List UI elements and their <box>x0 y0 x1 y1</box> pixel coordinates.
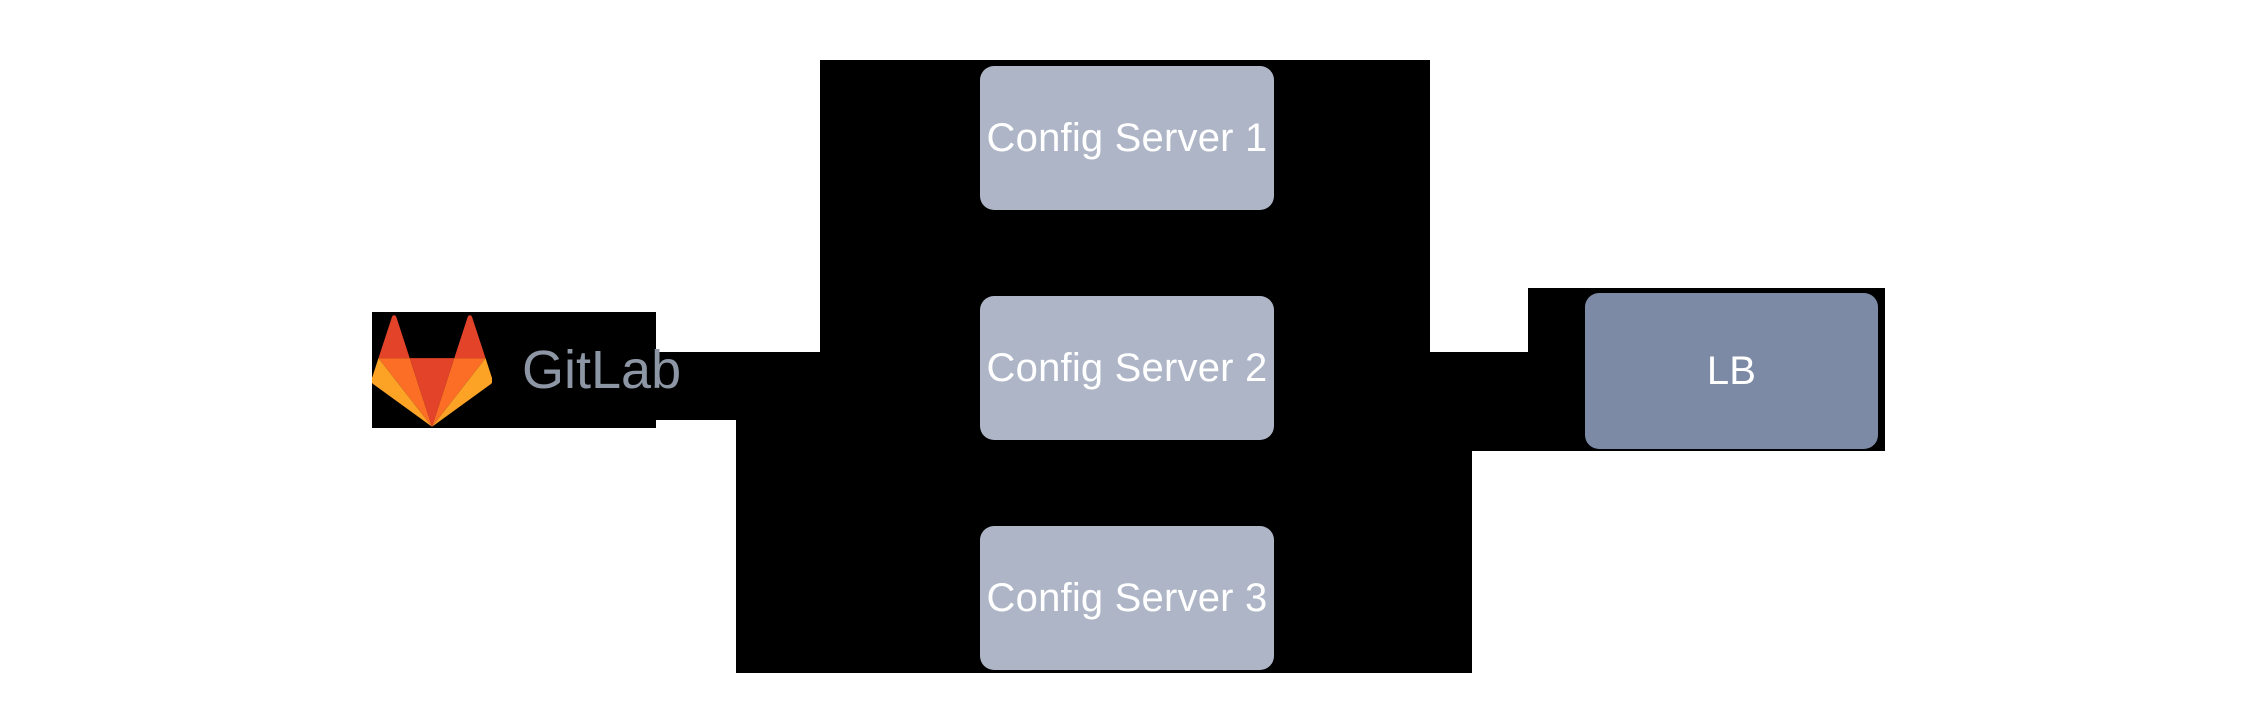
edge-cluster-to-lb-upper <box>1430 352 1528 420</box>
edge-cluster-to-lb-lower <box>1430 420 1528 451</box>
lb-node[interactable]: LB <box>1585 293 1878 449</box>
config-server-3-node[interactable]: Config Server 3 <box>980 526 1274 670</box>
config-server-3-label: Config Server 3 <box>986 576 1268 620</box>
gitlab-node-label: GitLab <box>522 340 682 400</box>
config-server-2-node[interactable]: Config Server 2 <box>980 296 1274 440</box>
lb-node-label: LB <box>1706 349 1757 393</box>
config-server-2-label: Config Server 2 <box>986 346 1268 390</box>
gitlab-node[interactable]: GitLab <box>372 312 681 428</box>
cluster-backdrop-step-left <box>736 420 820 673</box>
config-server-1-label: Config Server 1 <box>986 116 1268 160</box>
config-server-1-node[interactable]: Config Server 1 <box>980 66 1274 210</box>
gitlab-logo-icon <box>372 314 492 427</box>
